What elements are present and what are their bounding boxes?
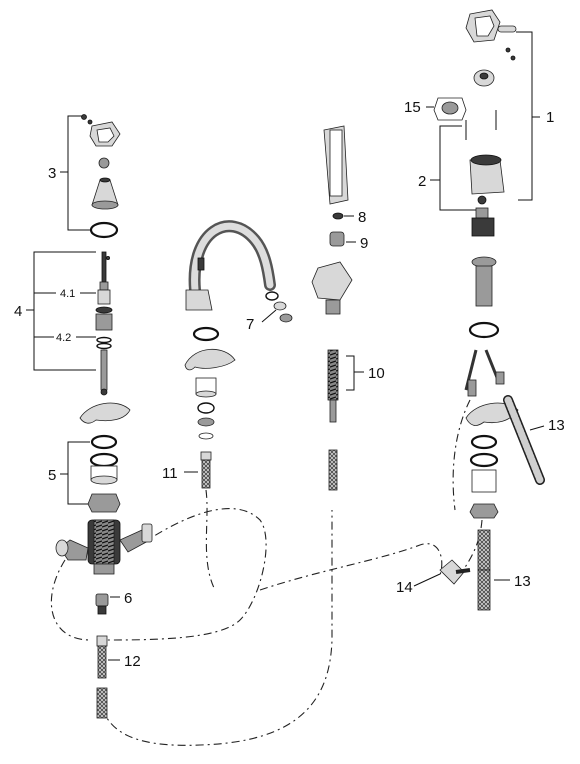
callout-8: 8 [358,209,366,226]
left-escutcheon-parts [79,402,131,513]
callout-12: 12 [124,653,141,670]
spout-assembly [184,220,293,489]
callout-9: 9 [360,235,368,252]
callout-2: 2 [418,173,426,190]
callout-13-lower: 13 [514,573,531,590]
callout-7: 7 [246,316,254,333]
left-valve-cartridge [95,251,113,396]
callout-14: 14 [396,579,413,596]
callout-1: 1 [546,109,554,126]
hose-routing [50,399,483,746]
left-valve-body [55,519,153,719]
callout-15: 15 [404,99,421,116]
callout-3: 3 [48,165,56,182]
callout-11: 11 [162,465,178,482]
leader-lines [26,31,545,661]
callout-4-1: 4.1 [60,288,75,300]
callout-6: 6 [124,590,132,607]
right-handle-assembly [433,9,517,397]
right-escutcheon-parts [439,395,545,611]
left-handle-assembly [81,114,121,239]
callout-5: 5 [48,467,56,484]
callout-labels: 1 2 3 4 4.1 4.2 5 6 7 8 9 10 11 12 13 13… [14,99,565,670]
hand-shower-assembly [311,125,353,491]
callout-4: 4 [14,303,22,320]
callout-4-2: 4.2 [56,332,71,344]
callout-13-upper: 13 [548,417,565,434]
callout-10: 10 [368,365,385,382]
